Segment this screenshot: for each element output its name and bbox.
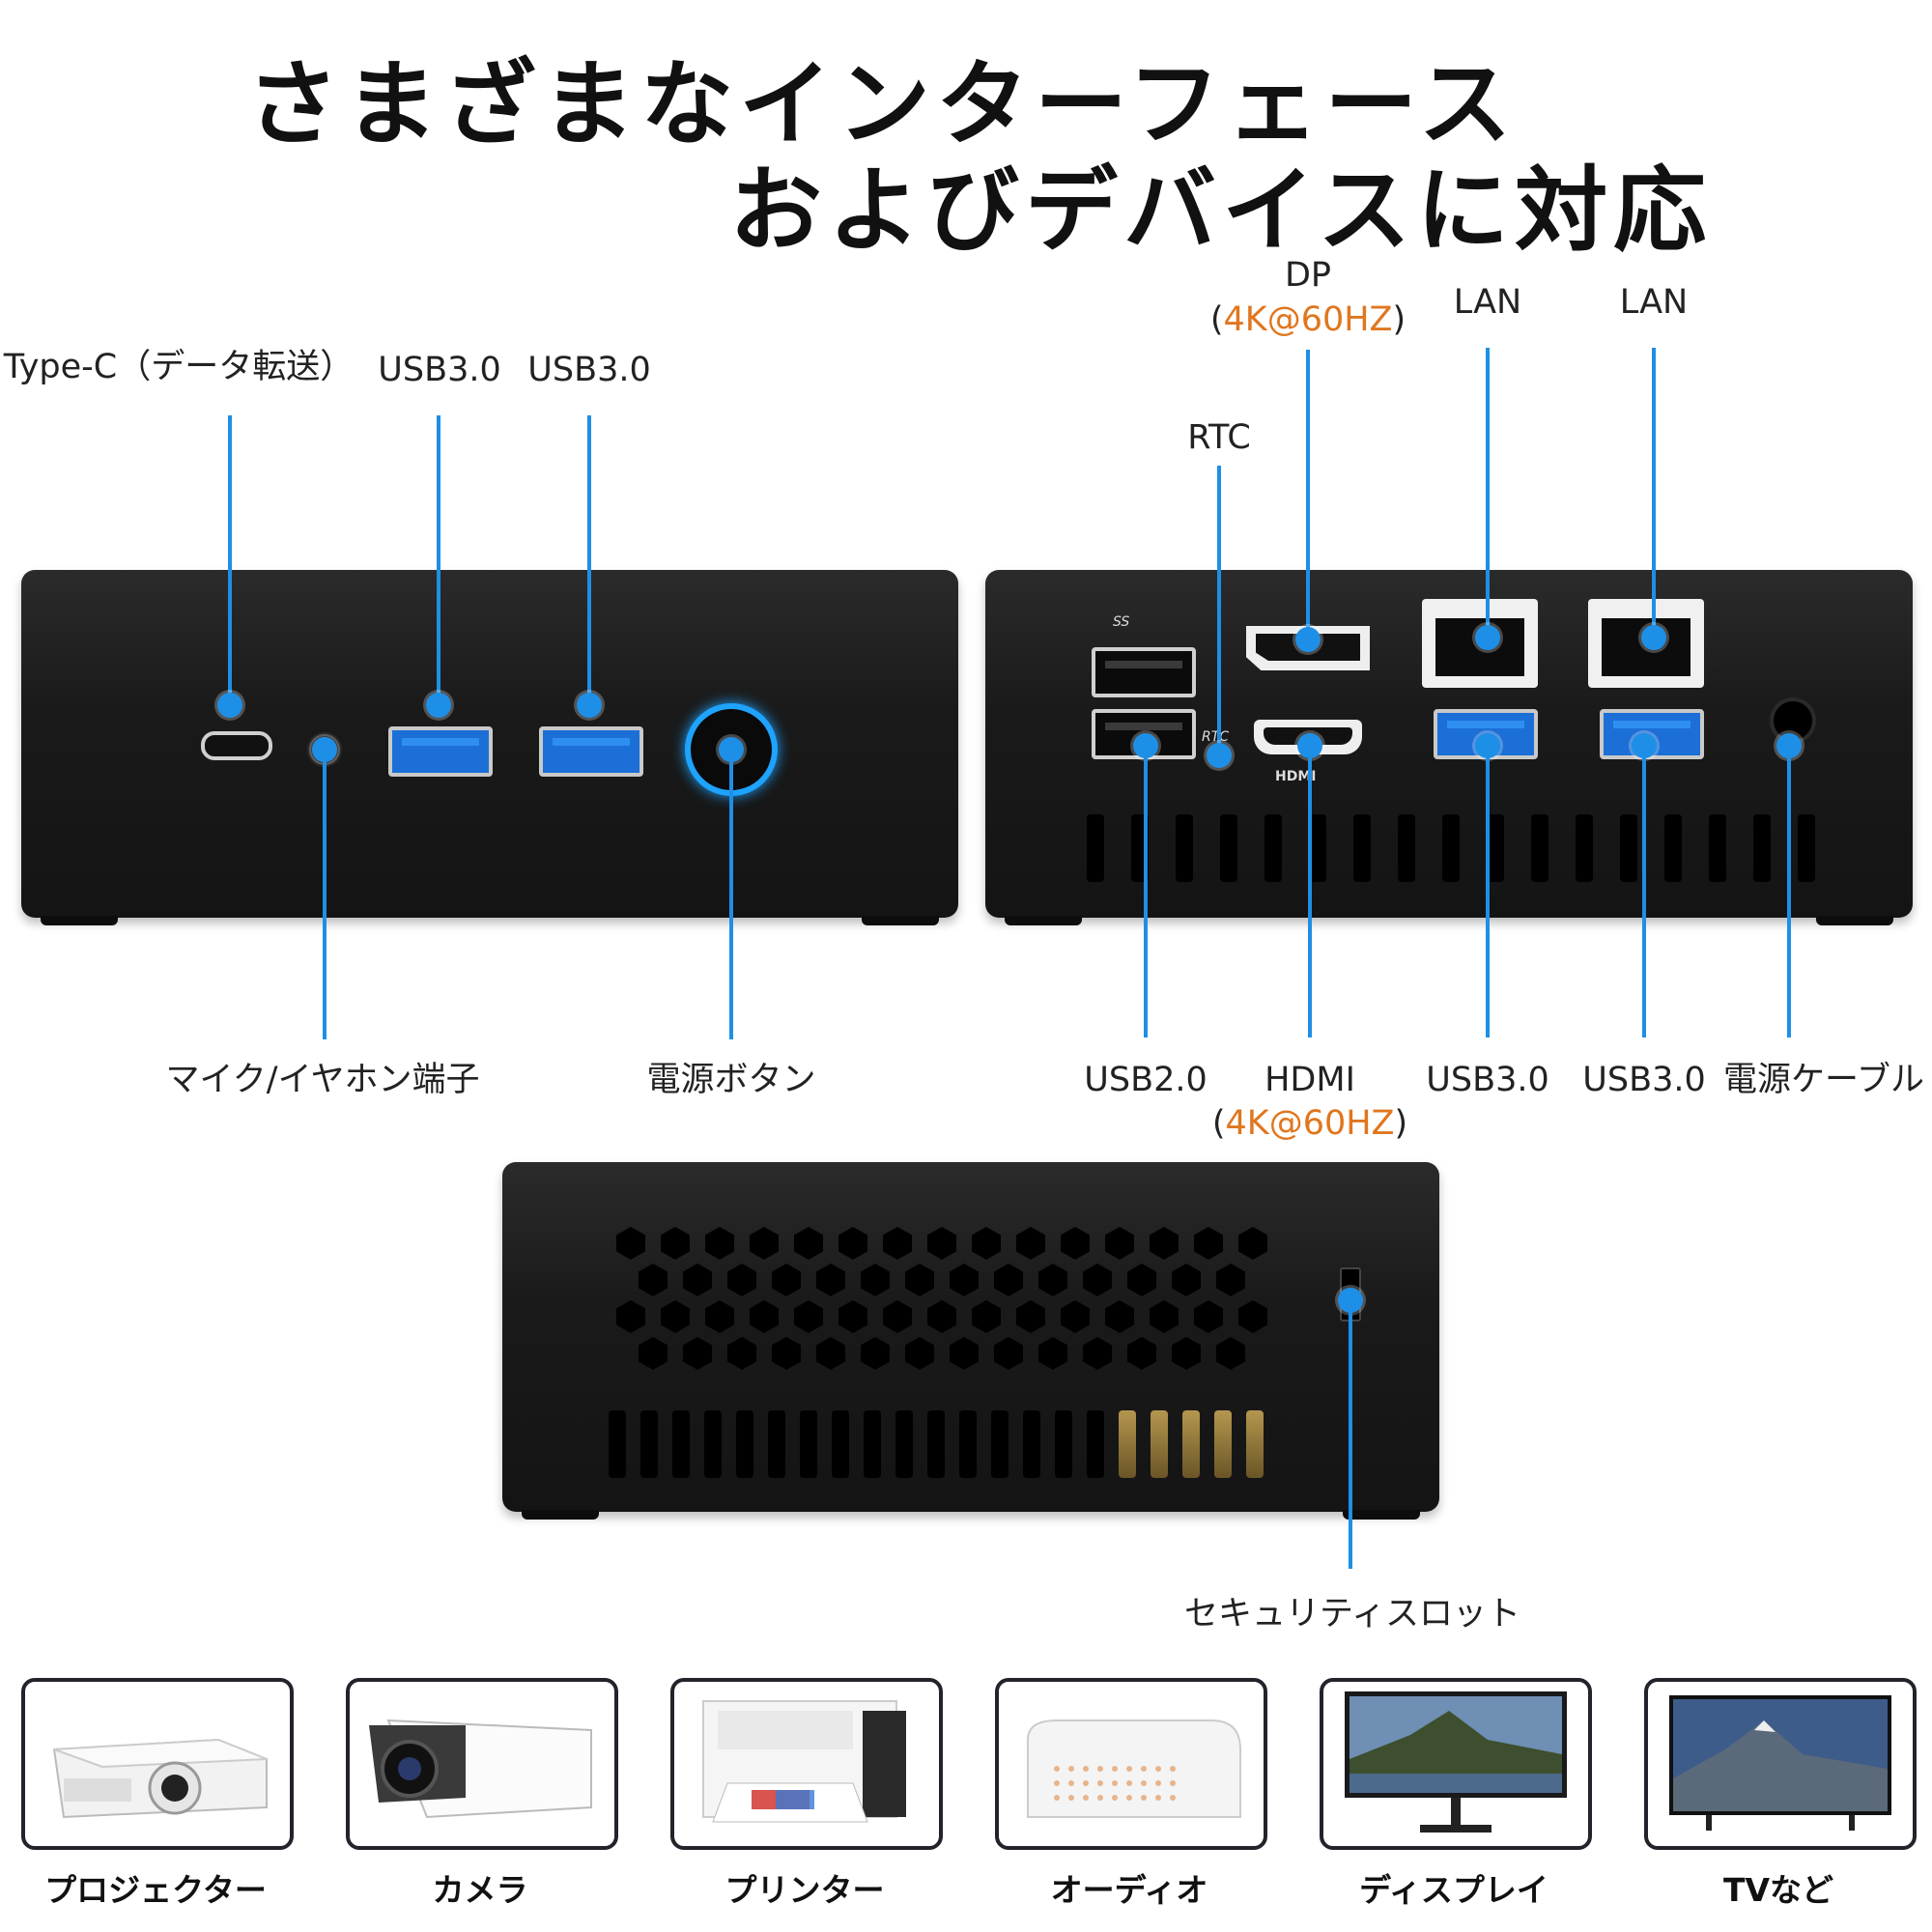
- label-rear-usb3-1: USB3.0: [1426, 1061, 1549, 1099]
- device-card-camera: [346, 1678, 618, 1850]
- callout-line-audio: [323, 750, 327, 1039]
- label-lan-1: LAN: [1453, 283, 1522, 322]
- label-front-usb3-2: USB3.0: [527, 351, 651, 389]
- label-usb2: USB2.0: [1084, 1061, 1208, 1099]
- front-usb3-port-2: [539, 726, 643, 777]
- label-rear-usb3-2: USB3.0: [1582, 1061, 1706, 1099]
- callout-dot-usb3-1: [426, 693, 451, 718]
- callout-line-hdmi: [1308, 746, 1312, 1037]
- hdmi-spec-value: 4K@60HZ: [1225, 1104, 1395, 1143]
- callout-line-rtc: [1217, 466, 1221, 755]
- callout-line-power-cable: [1787, 746, 1791, 1037]
- device-card-printer: [670, 1678, 943, 1850]
- page-title-line2: およびデバイスに対応: [729, 156, 1713, 265]
- usb-ss-marking-top: SS: [1113, 614, 1130, 630]
- label-audio-jack: マイク/イヤホン端子: [165, 1061, 480, 1099]
- camera-icon: [369, 1719, 592, 1819]
- hdmi-marking: HDMI: [1275, 769, 1317, 784]
- callout-dot-lan-2: [1641, 625, 1666, 650]
- monitor-icon: [1345, 1691, 1567, 1833]
- callout-line-rear-usb3-2: [1642, 746, 1646, 1037]
- callout-line-rear-usb3-1: [1486, 746, 1490, 1037]
- device-card-audio: [995, 1678, 1267, 1850]
- callout-line-security: [1349, 1300, 1352, 1569]
- printer-icon: [702, 1700, 906, 1823]
- callout-line-lan-1: [1486, 348, 1490, 638]
- type-c-port: [201, 731, 272, 760]
- label-type-c: Type-C（データ転送）: [3, 348, 355, 386]
- device-label-audio: オーディオ: [1050, 1871, 1208, 1909]
- callout-dot-usb3-2: [577, 693, 602, 718]
- callout-line-usb2: [1144, 746, 1148, 1037]
- callout-line-usb3-2: [587, 415, 591, 705]
- callout-line-power: [729, 750, 733, 1039]
- label-hdmi: HDMI: [1264, 1061, 1355, 1099]
- label-front-usb3-1: USB3.0: [378, 351, 501, 389]
- label-power-cable: 電源ケーブル: [1723, 1061, 1924, 1099]
- label-dp: DP: [1284, 256, 1332, 295]
- dp-spec-value: 4K@60HZ: [1223, 300, 1393, 339]
- page-title-line1: さまざまなインターフェース: [246, 50, 1518, 158]
- rear-usb2-port-1: [1092, 647, 1196, 697]
- side-hex-vent: [616, 1227, 1331, 1381]
- projector-icon: [52, 1738, 268, 1819]
- device-label-camera: カメラ: [432, 1871, 528, 1909]
- callout-line-lan-2: [1652, 348, 1656, 638]
- rear-vent-grille: [1087, 810, 1821, 887]
- device-card-projector: [21, 1678, 294, 1850]
- label-security-slot: セキュリティスロット: [1184, 1595, 1520, 1634]
- label-hdmi-spec: (4K@60HZ): [1211, 1104, 1408, 1143]
- callout-dot-type-c: [217, 693, 242, 718]
- callout-line-type-c: [228, 415, 232, 705]
- callout-dot-lan-1: [1475, 625, 1500, 650]
- device-label-display: ディスプレイ: [1359, 1871, 1548, 1909]
- label-lan-2: LAN: [1619, 283, 1689, 322]
- callout-dot-rtc: [1207, 743, 1232, 768]
- callout-line-dp: [1306, 350, 1310, 639]
- device-label-projector: プロジェクター: [44, 1871, 267, 1909]
- tv-icon: [1669, 1695, 1891, 1831]
- callout-dot-dp: [1295, 627, 1321, 652]
- device-card-display: [1320, 1678, 1592, 1850]
- rtc-marking: RTC: [1202, 729, 1230, 745]
- label-dp-spec: (4K@60HZ): [1209, 300, 1406, 339]
- speaker-icon: [1027, 1719, 1241, 1818]
- device-label-tv: TVなど: [1722, 1871, 1834, 1909]
- side-slot-vent: [609, 1410, 1343, 1488]
- device-card-tv: [1644, 1678, 1917, 1850]
- front-usb3-port-1: [388, 726, 493, 777]
- device-label-printer: プリンター: [724, 1871, 885, 1909]
- callout-line-usb3-1: [437, 415, 440, 705]
- label-power-button: 電源ボタン: [646, 1061, 816, 1099]
- label-rtc: RTC: [1187, 418, 1251, 457]
